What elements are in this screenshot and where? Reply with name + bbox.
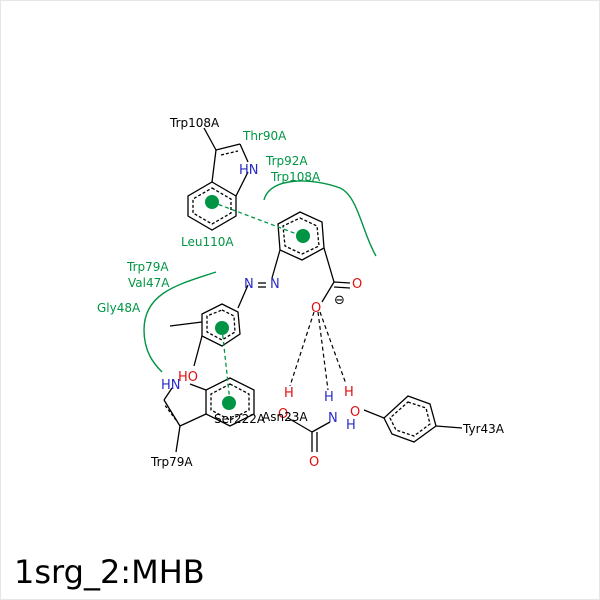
atom-h-asn: H: [324, 390, 334, 405]
atom-o-ser: O: [278, 407, 288, 422]
hydrophobic-arc-left: [143, 271, 217, 373]
trp108-indole: [187, 127, 249, 231]
pi-stacking: [211, 201, 303, 403]
atom-h-asn2: H: [346, 418, 356, 433]
atom-h-tyr: H: [344, 385, 354, 400]
label-thr90: Thr90A: [242, 129, 287, 143]
label-ser222: Ser222A: [214, 412, 266, 426]
hydrogen-bonds: [289, 311, 347, 391]
atom-h-ser: H: [284, 386, 294, 401]
trp79-indole: [163, 377, 255, 453]
ligand-bonds: [169, 211, 351, 367]
atom-n-indole-top: HN: [239, 163, 259, 178]
label-leu110: Leu110A: [181, 235, 234, 249]
atom-n-indole-bottom: HN: [161, 378, 181, 393]
atom-azo-n2: N: [270, 277, 280, 292]
label-trp108-top: Trp108A: [169, 116, 220, 130]
pi-center-phenol: [215, 321, 229, 335]
hydrophobic-contours: [143, 180, 377, 373]
label-trp79-hyd: Trp79A: [126, 260, 169, 274]
tyr43-residue: [363, 395, 463, 443]
atom-o-carboxylate: O: [311, 301, 321, 316]
pi-center-benzoate: [296, 229, 310, 243]
hydrophobic-arc-top: [263, 180, 377, 257]
hbond-tyr: [319, 311, 347, 385]
atom-o-carbonyl: O: [352, 277, 362, 292]
label-val47: Val47A: [128, 276, 170, 290]
pi-center-trp108: [205, 195, 219, 209]
pi-bottom: [221, 327, 231, 403]
diagram-caption: 1srg_2:MHB: [14, 553, 205, 591]
atom-n-asn: N: [328, 411, 338, 426]
atom-o-tyr: O: [350, 405, 360, 420]
atom-o-asn: O: [309, 455, 319, 470]
label-gly48: Gly48A: [97, 301, 141, 315]
label-asn23: Asn23A: [262, 410, 308, 424]
pi-centers: [205, 195, 310, 410]
atom-hydroxyl: HO: [178, 370, 198, 385]
pi-top: [211, 201, 303, 237]
label-tyr43: Tyr43A: [462, 422, 505, 436]
asn23-residue: [287, 417, 331, 452]
hbond-ser: [289, 311, 315, 387]
label-trp108-hyd: Trp108A: [270, 170, 321, 184]
pi-center-trp79: [222, 396, 236, 410]
atom-azo-n1: N: [244, 277, 254, 292]
label-trp79-bottom: Trp79A: [150, 455, 193, 469]
label-trp92: Trp92A: [265, 154, 308, 168]
charge-negative: ⊖: [334, 293, 345, 308]
hbond-asn: [317, 311, 329, 391]
